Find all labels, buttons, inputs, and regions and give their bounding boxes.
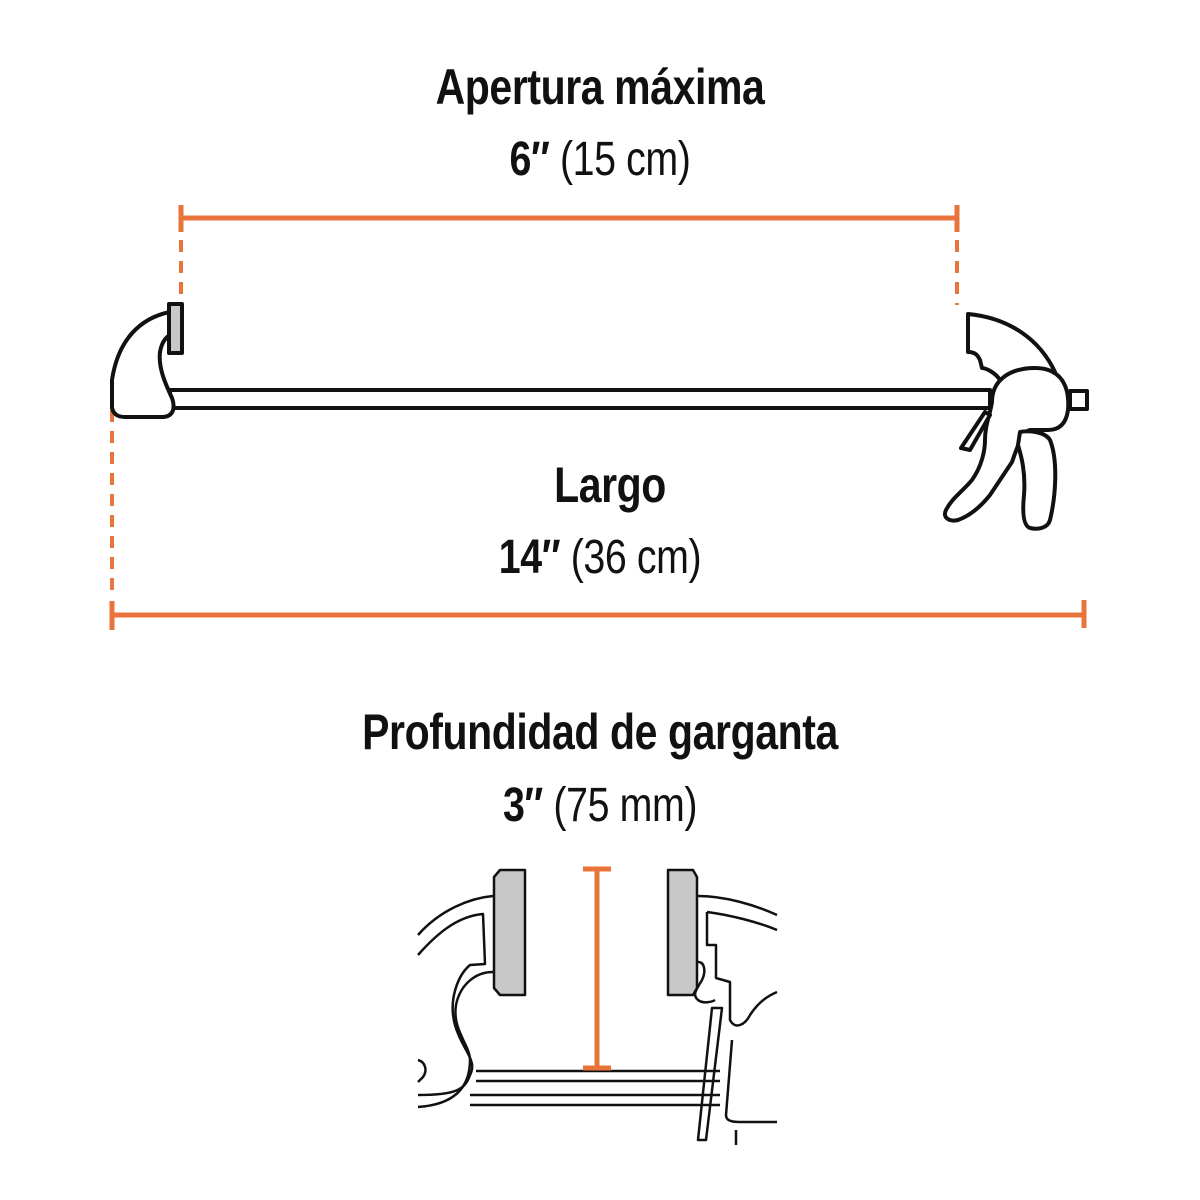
detail-right-arc-outer — [697, 894, 778, 917]
detail-right-lower — [724, 1039, 777, 1124]
garganta-value: 3″ (75 mm) — [108, 778, 1092, 833]
detail-right-frame — [705, 912, 778, 1027]
detail-right-hook — [693, 960, 716, 1004]
throat-detail-illustration — [417, 868, 778, 1145]
fixed-jaw-body — [110, 310, 176, 419]
detail-right-pad — [666, 868, 699, 997]
apertura-imperial: 6″ — [509, 133, 550, 186]
largo-imperial: 14″ — [498, 531, 561, 584]
movable-jaw-body — [966, 312, 1057, 382]
release-lever — [959, 410, 992, 452]
garganta-dimension-line — [583, 866, 611, 1071]
detail-release-lever — [696, 1006, 724, 1142]
detail-right-arc-inner — [706, 910, 778, 932]
trigger-handle — [1016, 429, 1058, 531]
largo-metric: (36 cm) — [570, 531, 702, 584]
detail-left-pad — [492, 868, 527, 997]
garganta-imperial: 3″ — [502, 779, 543, 832]
apertura-value: 6″ (15 cm) — [108, 132, 1092, 187]
apertura-dimension-line — [178, 205, 960, 305]
fixed-jaw-pad — [167, 302, 184, 355]
largo-title: Largo — [554, 457, 666, 513]
apertura-title: Apertura máxima — [435, 59, 765, 115]
clamp-illustration — [110, 302, 1089, 531]
detail-left-arc-outer — [417, 894, 494, 936]
handle-housing — [943, 366, 1071, 523]
clamp-bar — [168, 388, 992, 410]
largo-value: 14″ (36 cm) — [108, 530, 1092, 585]
garganta-title: Profundidad de garganta — [362, 704, 838, 760]
largo-dimension-line — [109, 410, 1087, 630]
detail-left-knob — [417, 1058, 427, 1083]
detail-left-frame — [417, 912, 487, 1097]
garganta-metric: (75 mm) — [553, 779, 698, 832]
bar-end-stop — [1068, 389, 1089, 411]
detail-left-inner — [417, 970, 494, 1109]
apertura-metric: (15 cm) — [559, 133, 691, 186]
